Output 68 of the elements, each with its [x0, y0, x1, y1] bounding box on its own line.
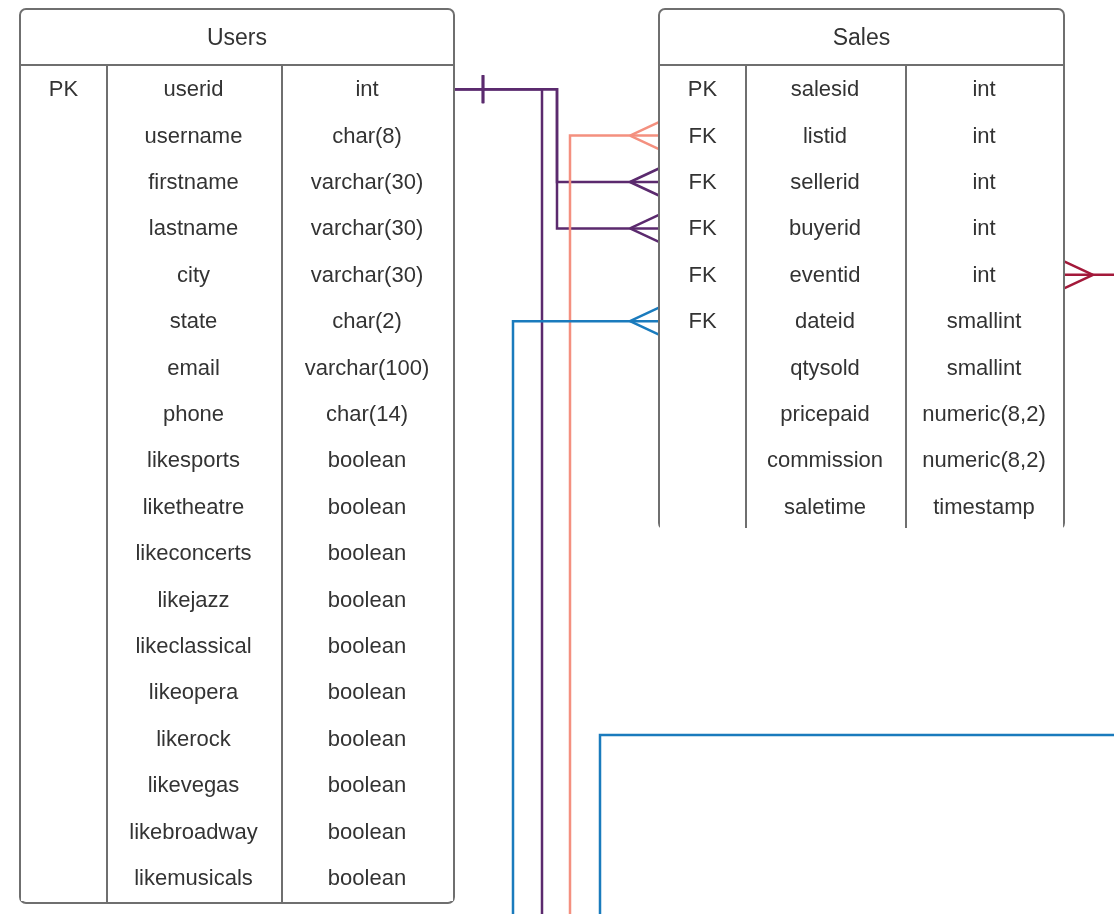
- column-name: likemusicals: [133, 864, 254, 892]
- column-name: likejazz: [156, 585, 231, 614]
- column-name: salesid: [789, 75, 861, 104]
- data-type: varchar(30): [309, 168, 425, 196]
- column-name: saletime: [783, 492, 867, 521]
- key-label: FK: [687, 214, 718, 243]
- column-name: likeclassical: [134, 632, 253, 660]
- data-type: int: [971, 121, 997, 150]
- table-box: [19, 8, 455, 904]
- data-type: numeric(8,2): [921, 446, 1047, 475]
- data-type: boolean: [326, 678, 408, 707]
- column-name: likerock: [155, 724, 232, 753]
- data-type: char(8): [331, 121, 403, 150]
- table-title: Users: [206, 23, 268, 51]
- column-name: state: [168, 307, 219, 336]
- column-name: likebroadway: [128, 817, 259, 846]
- data-type: int: [354, 75, 380, 104]
- data-type: int: [971, 214, 997, 243]
- data-type: numeric(8,2): [921, 400, 1047, 428]
- column-name: firstname: [147, 168, 240, 196]
- data-type: boolean: [326, 771, 408, 800]
- data-type: boolean: [326, 446, 408, 475]
- column-name: userid: [162, 75, 225, 104]
- data-type: boolean: [326, 585, 408, 614]
- column-name: city: [176, 260, 211, 289]
- key-label: FK: [687, 260, 718, 289]
- column-name: sellerid: [789, 168, 861, 196]
- data-type: varchar(30): [309, 260, 425, 289]
- table-box: [658, 8, 1065, 530]
- data-type: boolean: [326, 632, 408, 660]
- data-type: boolean: [326, 817, 408, 846]
- column-name: pricepaid: [779, 400, 871, 428]
- key-label: FK: [687, 168, 718, 196]
- column-name: commission: [765, 446, 885, 475]
- data-type: int: [971, 168, 997, 196]
- data-type: boolean: [326, 864, 408, 892]
- data-type: char(2): [331, 307, 403, 336]
- column-name: likeopera: [147, 678, 240, 707]
- data-type: timestamp: [932, 492, 1036, 521]
- column-name: email: [166, 353, 221, 382]
- key-label: FK: [687, 307, 718, 336]
- key-label: FK: [687, 121, 718, 150]
- column-name: likevegas: [146, 771, 241, 800]
- table-title: Sales: [832, 23, 891, 51]
- column-name: listid: [802, 121, 848, 150]
- data-type: boolean: [326, 539, 408, 568]
- relationship-line: [453, 73, 544, 914]
- column-name: liketheatre: [141, 492, 246, 521]
- data-type: varchar(100): [303, 353, 431, 382]
- data-type: boolean: [326, 724, 408, 753]
- data-type: varchar(30): [309, 214, 425, 243]
- column-name: username: [143, 121, 244, 150]
- data-type: smallint: [945, 307, 1023, 336]
- key-label: PK: [47, 75, 80, 104]
- column-name: likeconcerts: [134, 539, 253, 568]
- key-label: PK: [686, 75, 719, 104]
- column-name: eventid: [788, 260, 862, 289]
- column-name: dateid: [794, 307, 856, 336]
- data-type: int: [971, 260, 997, 289]
- column-name: lastname: [147, 214, 240, 243]
- column-name: qtysold: [789, 353, 861, 382]
- data-type: boolean: [326, 492, 408, 521]
- column-name: likesports: [146, 446, 241, 475]
- column-name: buyerid: [787, 214, 863, 243]
- data-type: char(14): [325, 400, 409, 428]
- data-type: smallint: [945, 353, 1023, 382]
- column-name: phone: [161, 400, 226, 428]
- data-type: int: [971, 75, 997, 104]
